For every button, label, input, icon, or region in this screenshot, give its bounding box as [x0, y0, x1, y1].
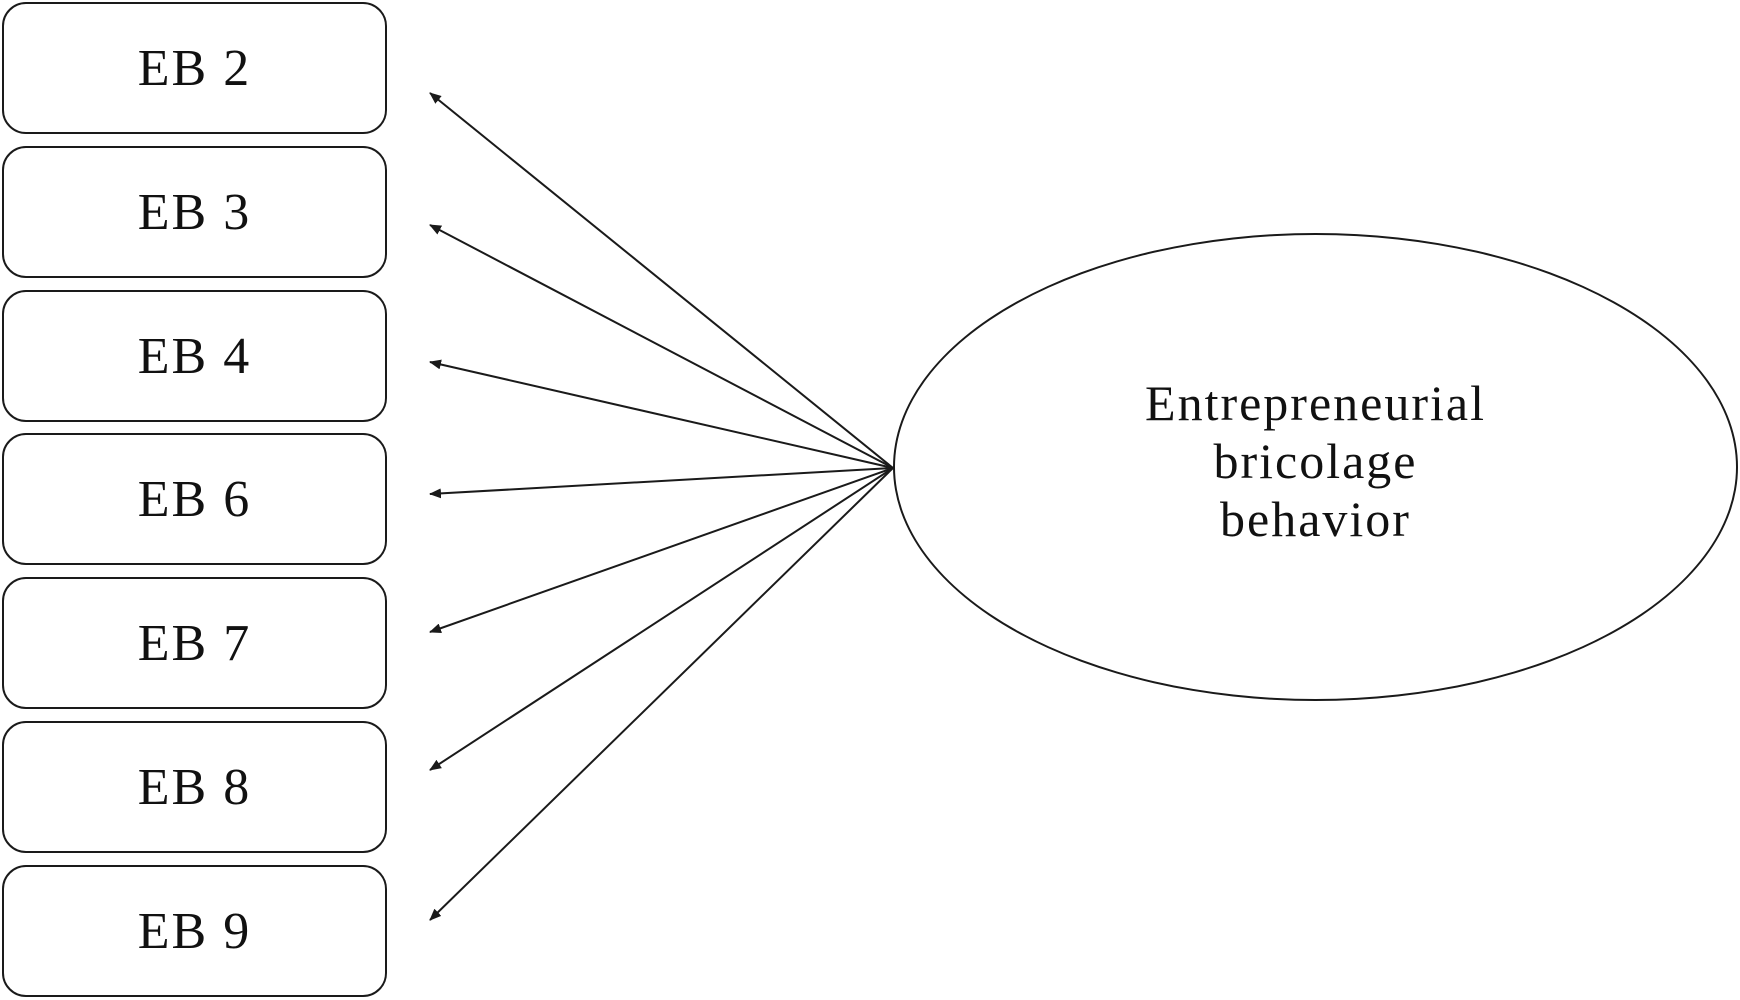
- indicator-box-eb4: EB 4: [2, 290, 387, 422]
- indicator-box-eb8: EB 8: [2, 721, 387, 853]
- arrow-to-eb3: [429, 224, 894, 469]
- indicator-box-eb6: EB 6: [2, 433, 387, 565]
- indicator-label: EB 8: [137, 758, 252, 816]
- construct-label: Entrepreneurial bricolage behavior: [1145, 374, 1486, 548]
- arrow-to-eb7: [429, 467, 894, 634]
- arrow-to-eb9: [429, 467, 894, 921]
- latent-construct-ellipse: Entrepreneurial bricolage behavior: [893, 233, 1738, 701]
- indicator-label: EB 7: [137, 614, 252, 672]
- indicator-label: EB 4: [137, 327, 252, 385]
- indicator-box-eb2: EB 2: [2, 2, 387, 134]
- arrow-to-eb4: [429, 359, 894, 469]
- indicator-label: EB 3: [137, 183, 252, 241]
- arrow-to-eb6: [429, 467, 894, 499]
- construct-label-line: bricolage: [1213, 433, 1418, 489]
- indicator-label: EB 9: [137, 902, 252, 960]
- construct-label-line: behavior: [1220, 491, 1411, 547]
- indicator-label: EB 2: [137, 39, 252, 97]
- indicator-label: EB 6: [137, 470, 252, 528]
- indicator-box-eb9: EB 9: [2, 865, 387, 997]
- construct-label-line: Entrepreneurial: [1145, 375, 1486, 431]
- arrow-to-eb8: [429, 467, 894, 771]
- indicator-box-eb3: EB 3: [2, 146, 387, 278]
- arrow-to-eb2: [429, 92, 894, 469]
- indicator-box-eb7: EB 7: [2, 577, 387, 709]
